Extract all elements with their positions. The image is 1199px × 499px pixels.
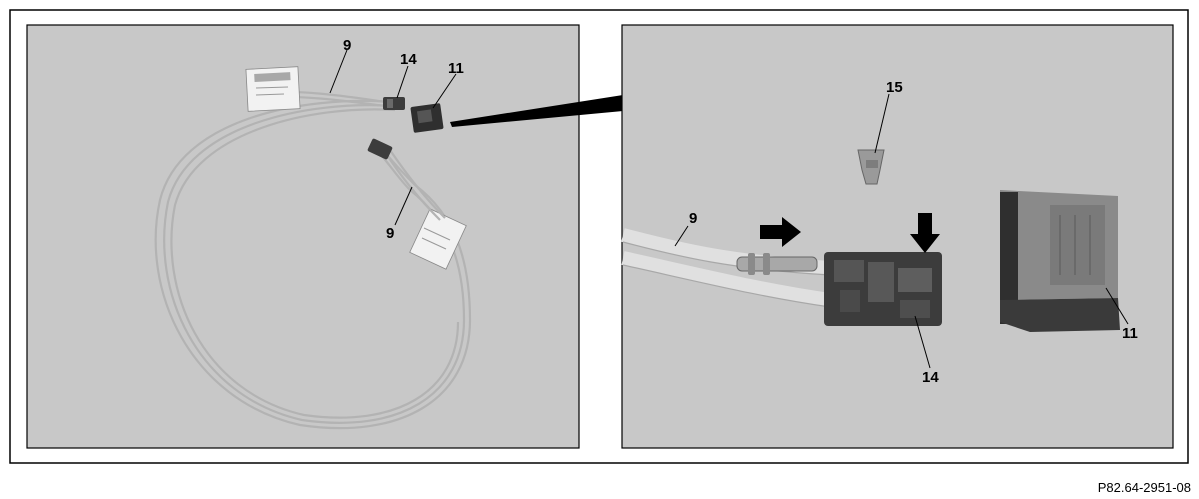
cable-label-upper — [245, 66, 301, 112]
callout-15: 15 — [886, 79, 903, 96]
connector-14-large — [824, 252, 942, 326]
leader-lines-right — [674, 93, 1129, 369]
right-panel: 15 9 14 11 — [621, 24, 1174, 449]
callout-9-right: 9 — [689, 210, 697, 227]
left-panel: 9 14 11 9 — [26, 24, 580, 449]
clip-15 — [857, 149, 885, 185]
leader-lines-left — [329, 49, 457, 226]
callout-11-right: 11 — [1122, 325, 1138, 342]
zoom-wedge — [450, 95, 623, 127]
metal-pin — [736, 253, 818, 275]
callout-11-left: 11 — [448, 60, 464, 77]
connector-11-small — [410, 103, 444, 133]
cable-lower-end — [384, 149, 446, 221]
connector-end-small — [367, 138, 393, 160]
figure-code: P82.64-2951-08 — [1097, 480, 1191, 495]
callout-9-top: 9 — [343, 37, 351, 54]
left-panel-photo — [26, 24, 580, 449]
arrow-right — [760, 217, 801, 247]
connector-14-small — [383, 97, 405, 110]
callout-9-bottom: 9 — [386, 225, 394, 242]
callout-14-left: 14 — [400, 51, 417, 68]
cable-label-lower — [409, 208, 467, 270]
connector-11-large — [1000, 190, 1120, 332]
callout-14-right: 14 — [922, 369, 939, 386]
arrow-down — [910, 213, 940, 253]
